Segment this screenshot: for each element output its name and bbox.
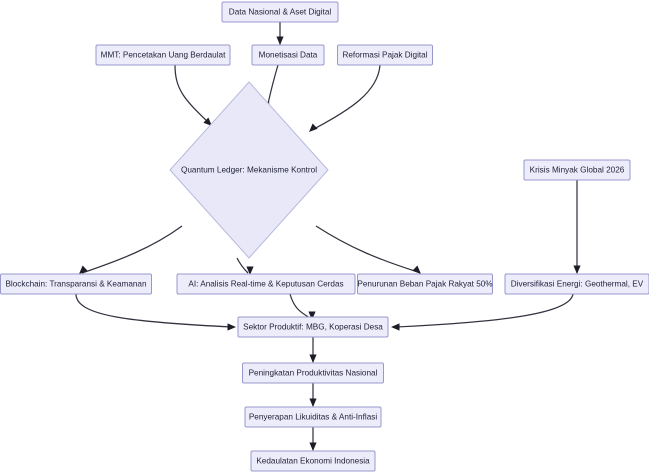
arrow-head-icon xyxy=(79,265,88,274)
edge-n1-to-n3 xyxy=(276,22,284,45)
node-n7[interactable]: Blockchain: Transparansi & Keamanan xyxy=(0,273,152,295)
node-shape-rect[interactable] xyxy=(237,316,389,338)
edge-n7-to-n11 xyxy=(75,293,236,331)
node-label: Quantum Ledger: Mekanisme Kontrol xyxy=(181,166,317,175)
node-n5[interactable]: Quantum Ledger: Mekanisme Kontrol xyxy=(169,81,329,259)
edge-n4-to-n5 xyxy=(309,64,381,132)
node-shape-rect[interactable] xyxy=(221,1,339,23)
node-shape-rect[interactable] xyxy=(95,44,231,66)
node-n8[interactable]: AI: Analisis Real-time & Keputusan Cerda… xyxy=(176,273,356,295)
edge-n2-to-n5 xyxy=(174,64,212,126)
edge-n11-to-n12 xyxy=(309,337,317,363)
node-shape-rect[interactable] xyxy=(176,273,356,295)
edge-n6-to-n10 xyxy=(573,180,581,274)
edge-n5-to-n9 xyxy=(315,225,421,274)
node-n14[interactable]: Kedaulatan Ekonomi Indonesia xyxy=(250,450,376,472)
edges-layer xyxy=(75,22,581,451)
node-shape-rect[interactable] xyxy=(504,273,649,295)
node-shape-diamond[interactable] xyxy=(169,81,329,259)
node-label: Penyerapan Likuiditas & Anti-Inflasi xyxy=(249,413,378,422)
node-n13[interactable]: Penyerapan Likuiditas & Anti-Inflasi xyxy=(244,406,382,428)
node-label: Reformasi Pajak Digital xyxy=(342,51,427,60)
edge-n5-to-n7 xyxy=(79,225,183,274)
node-label: Monetisasi Data xyxy=(259,51,318,60)
node-label: Penurunan Beban Pajak Rakyat 50% xyxy=(357,280,492,289)
node-n10[interactable]: Diversifikasi Energi: Geothermal, EV xyxy=(504,273,649,295)
node-shape-rect[interactable] xyxy=(250,450,376,472)
arrow-head-icon xyxy=(276,36,284,45)
node-label: Kedaulatan Ekonomi Indonesia xyxy=(256,457,370,466)
arrow-head-icon xyxy=(309,442,317,451)
node-n12[interactable]: Peningkatan Produktivitas Nasional xyxy=(242,362,384,384)
node-n11[interactable]: Sektor Produktif: MBG, Koperasi Desa xyxy=(237,316,389,338)
arrow-head-icon xyxy=(573,265,581,274)
arrow-head-icon xyxy=(246,266,254,275)
node-label: Data Nasional & Aset Digital xyxy=(229,8,332,17)
edge-n5-to-n8 xyxy=(236,257,254,275)
edge-n12-to-n13 xyxy=(309,383,317,407)
node-label: MMT: Pencetakan Uang Berdaulat xyxy=(101,51,226,60)
node-shape-rect[interactable] xyxy=(357,273,493,295)
arrow-head-icon xyxy=(391,323,400,331)
node-shape-rect[interactable] xyxy=(251,44,325,66)
arrow-head-icon xyxy=(412,265,421,274)
arrow-head-icon xyxy=(309,354,317,363)
arrow-head-icon xyxy=(309,398,317,407)
node-shape-rect[interactable] xyxy=(0,273,152,295)
node-shape-rect[interactable] xyxy=(337,44,433,66)
node-n4[interactable]: Reformasi Pajak Digital xyxy=(337,44,433,66)
arrow-head-icon xyxy=(203,117,212,126)
node-label: Sektor Produktif: MBG, Koperasi Desa xyxy=(243,323,383,332)
node-label: AI: Analisis Real-time & Keputusan Cerda… xyxy=(188,280,343,289)
node-n2[interactable]: MMT: Pencetakan Uang Berdaulat xyxy=(95,44,231,66)
node-shape-rect[interactable] xyxy=(242,362,384,384)
node-n9[interactable]: Penurunan Beban Pajak Rakyat 50% xyxy=(357,273,493,295)
node-label: Blockchain: Transparansi & Keamanan xyxy=(5,280,147,289)
node-label: Diversifikasi Energi: Geothermal, EV xyxy=(511,280,644,289)
node-n3[interactable]: Monetisasi Data xyxy=(251,44,325,66)
node-shape-rect[interactable] xyxy=(523,159,631,181)
arrow-head-icon xyxy=(309,123,318,132)
node-label: Krisis Minyak Global 2026 xyxy=(530,166,625,175)
arrow-head-icon xyxy=(227,323,236,331)
edge-n10-to-n11 xyxy=(391,293,574,331)
edge-n8-to-n11 xyxy=(289,293,316,320)
node-n1[interactable]: Data Nasional & Aset Digital xyxy=(221,1,339,23)
node-n6[interactable]: Krisis Minyak Global 2026 xyxy=(523,159,631,181)
node-shape-rect[interactable] xyxy=(244,406,382,428)
arrow-head-icon xyxy=(308,311,316,320)
node-label: Peningkatan Produktivitas Nasional xyxy=(249,369,378,378)
edge-n13-to-n14 xyxy=(309,427,317,451)
